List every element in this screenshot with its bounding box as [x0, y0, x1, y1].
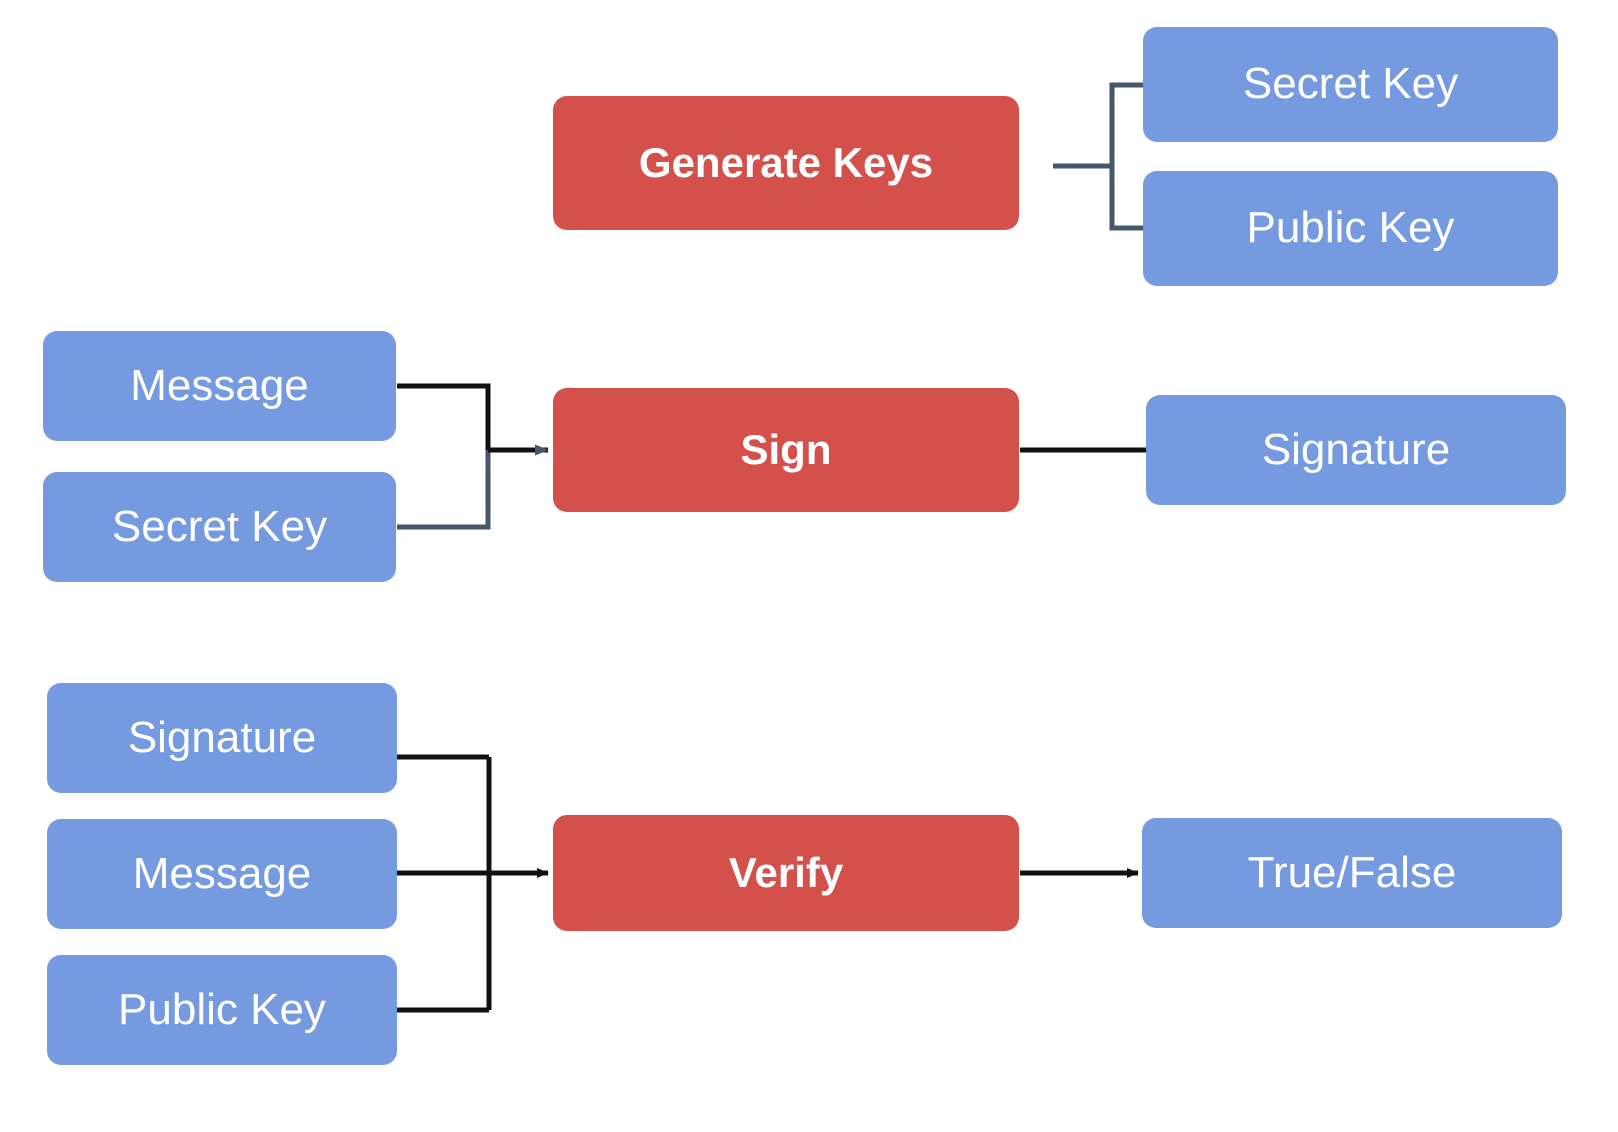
process-verify-label: Verify	[728, 848, 844, 896]
connector-sign-merge	[397, 383, 549, 530]
input-verify-signature[interactable]: Signature	[47, 683, 397, 793]
process-generate-keys-label: Generate Keys	[638, 138, 934, 186]
output-true-false[interactable]: True/False	[1142, 818, 1562, 928]
input-verify-public-key[interactable]: Public Key	[47, 955, 397, 1065]
output-true-false-label: True/False	[1247, 847, 1457, 897]
output-secret-key[interactable]: Secret Key	[1143, 27, 1558, 142]
output-signature-label: Signature	[1261, 424, 1451, 474]
output-secret-key-label: Secret Key	[1242, 59, 1459, 109]
input-sign-message[interactable]: Message	[43, 331, 396, 441]
process-sign-label: Sign	[740, 425, 832, 473]
input-verify-signature-label: Signature	[127, 712, 317, 762]
output-public-key-label: Public Key	[1246, 203, 1455, 253]
input-sign-secret-key[interactable]: Secret Key	[43, 472, 396, 582]
output-signature[interactable]: Signature	[1146, 395, 1566, 505]
process-verify[interactable]: Verify	[553, 815, 1019, 931]
input-verify-public-key-label: Public Key	[118, 984, 326, 1034]
connector-verify-merge	[397, 754, 549, 1013]
input-sign-secret-key-label: Secret Key	[111, 501, 328, 551]
output-public-key[interactable]: Public Key	[1143, 171, 1558, 286]
input-verify-message[interactable]: Message	[47, 819, 397, 929]
process-sign[interactable]: Sign	[553, 388, 1019, 512]
process-generate-keys[interactable]: Generate Keys	[553, 96, 1019, 230]
input-sign-message-label: Message	[130, 360, 309, 410]
input-verify-message-label: Message	[132, 848, 312, 898]
